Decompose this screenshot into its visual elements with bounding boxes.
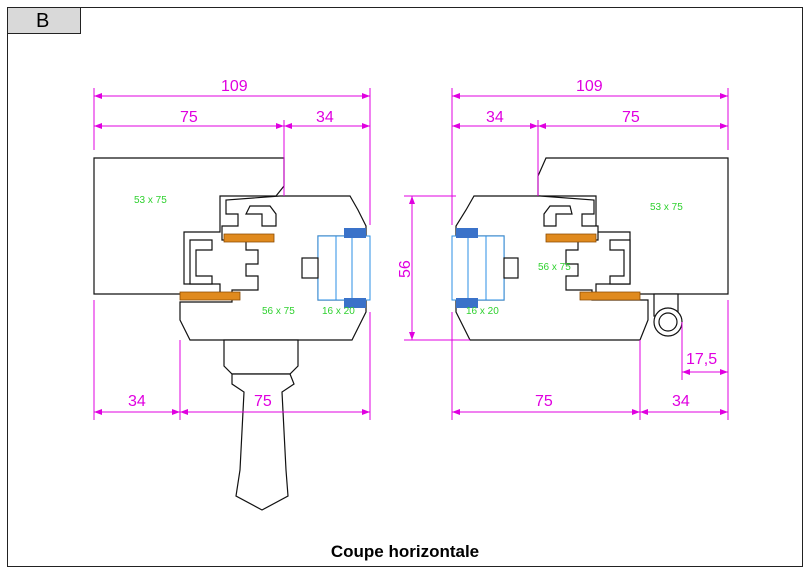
- right-dim-75-top: 75: [622, 109, 640, 126]
- left-sash-groove: [245, 205, 277, 227]
- right-sash-groove: [543, 205, 573, 227]
- right-dim-34-bottom: 34: [672, 393, 690, 410]
- left-glass-label: 16 x 20: [322, 306, 355, 317]
- left-bead: [301, 257, 319, 279]
- right-dim-total: 109: [576, 78, 603, 95]
- left-dim-34-top: 34: [316, 109, 334, 126]
- left-dim-total: 109: [221, 78, 248, 95]
- left-frame-label: 53 x 75: [134, 195, 167, 206]
- hinge-pin: [658, 312, 678, 332]
- left-gasket-bottom: [179, 291, 241, 301]
- right-dim-hinge: 17,5: [686, 351, 717, 368]
- handle: [223, 339, 299, 375]
- left-glass-unit: [317, 235, 371, 301]
- right-profile: 53 x 75 56 x 75 16 x 20: [451, 157, 729, 341]
- right-glass-label: 16 x 20: [466, 306, 499, 317]
- right-dim-75-bottom: 75: [535, 393, 553, 410]
- right-frame-label: 53 x 75: [650, 202, 683, 213]
- left-sash-label: 56 x 75: [262, 306, 295, 317]
- right-dimensions: 109 34 75 56 75 34 17,5: [397, 78, 729, 420]
- left-gasket-top: [223, 233, 275, 243]
- left-dim-34-bottom: 34: [128, 393, 146, 410]
- left-dimensions: 109 75 34 34 75: [93, 78, 371, 420]
- right-dim-34-top: 34: [486, 109, 504, 126]
- right-gasket-bottom: [579, 291, 641, 301]
- drawing-title: Coupe horizontale: [330, 542, 480, 561]
- right-glass-unit: [451, 235, 505, 301]
- left-profile: 53 x 75 56 x 75 16 x 20: [93, 157, 371, 511]
- right-sash-label: 56 x 75: [538, 262, 571, 273]
- left-frame-groove: [189, 239, 213, 285]
- right-gasket-top: [545, 233, 597, 243]
- left-dim-75-top: 75: [180, 109, 198, 126]
- right-glass-seal-bottom: [456, 298, 478, 308]
- left-glass-seal-top: [344, 228, 366, 238]
- sheet-tag: B: [7, 7, 81, 34]
- right-bead: [503, 257, 519, 279]
- right-dim-height: 56: [397, 260, 414, 278]
- handle-grip: [231, 373, 295, 511]
- right-frame-groove: [609, 239, 631, 285]
- left-dim-75-bottom: 75: [254, 393, 272, 410]
- left-glass-seal-bottom: [344, 298, 366, 308]
- right-glass-seal-top: [456, 228, 478, 238]
